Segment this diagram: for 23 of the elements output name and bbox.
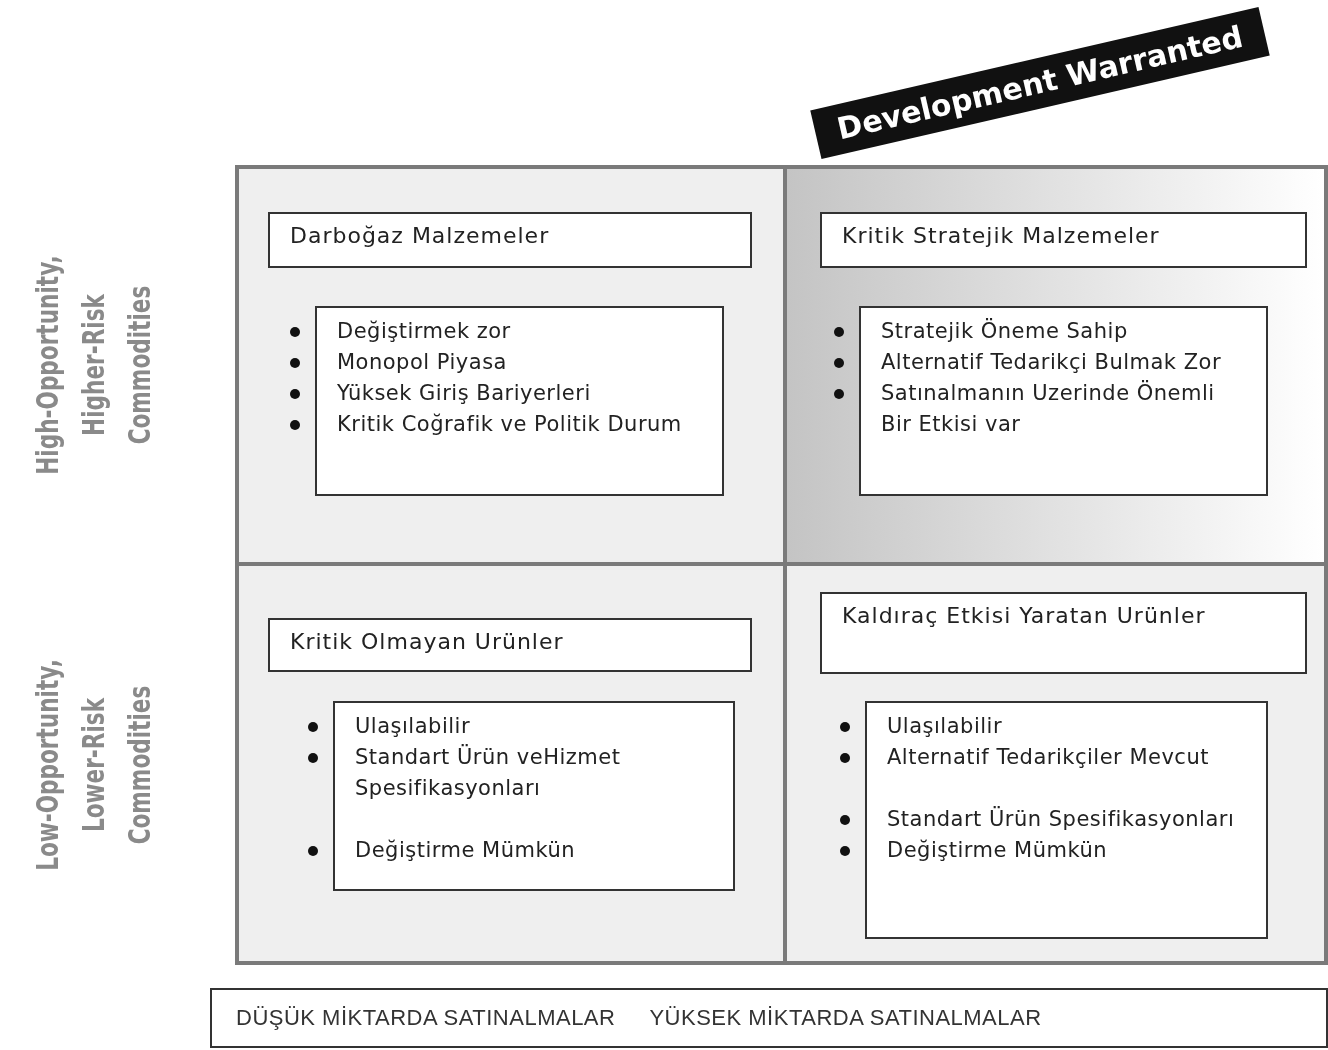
list-item: Satınalmanın Uzerinde Önemli Bir Etkisi var: [881, 381, 1215, 436]
list-item: Alternatif Tedarikçi Bulmak Zor: [881, 350, 1222, 374]
list-item: Alternatif Tedarikçiler Mevcut: [887, 745, 1209, 769]
list-item: Stratejik Öneme Sahip: [881, 319, 1128, 343]
quadrant-heading: Kritik Olmayan Urünler: [268, 618, 752, 672]
list-item: Ulaşılabilir: [887, 714, 1003, 738]
list-item: Standart Ürün veHizmet Spesifikasyonları: [355, 745, 621, 800]
list-item: Değiştirmek zor: [337, 319, 511, 343]
axis-label: DÜŞÜK MİKTARDA SATINALMALAR: [236, 1005, 616, 1031]
list-item: Kritik Coğrafik ve Politik Durum: [337, 412, 682, 436]
label-box: [210, 988, 1328, 1048]
list-item: Değiştirme Mümkün: [355, 838, 576, 862]
list-item: Değiştirme Mümkün: [887, 838, 1108, 862]
list-item: Standart Ürün Spesifikasyonları: [887, 807, 1235, 831]
side-axis-label: Low-Opportunity, Lower-Risk Commodities: [29, 658, 158, 873]
list-item: Yüksek Giriş Bariyerleri: [337, 381, 591, 405]
axis-label: YÜKSEK MİKTARDA SATINALMALAR: [649, 1005, 1042, 1031]
list-item: Monopol Piyasa: [337, 350, 507, 374]
quadrant-heading: Kaldıraç Etkisi Yaratan Urünler: [820, 592, 1307, 674]
side-axis-label: High-Opportunity, Higher-Risk Commodities: [29, 254, 158, 477]
quadrant-heading: Kritik Stratejik Malzemeler: [820, 212, 1307, 268]
quadrant-heading: Darboğaz Malzemeler: [268, 212, 752, 268]
list-item: Ulaşılabilir: [355, 714, 471, 738]
